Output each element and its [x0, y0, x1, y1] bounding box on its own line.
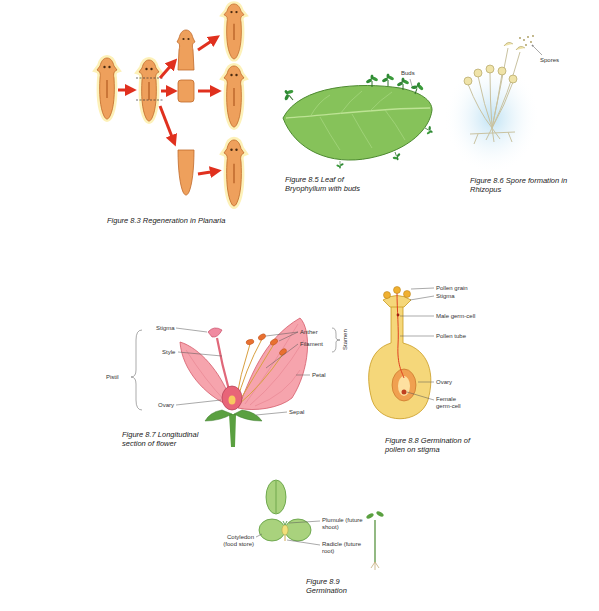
part-label: Ovary [436, 379, 452, 386]
part-label: Ovary [158, 402, 174, 409]
part-label: Stigma [156, 325, 175, 332]
part-label: Anther [300, 329, 318, 336]
figure-caption: Figure 8.6 Spore formation in Rhizopus [470, 176, 575, 195]
part-label: Stamen [341, 330, 348, 351]
part-label: Filament [300, 341, 323, 348]
part-label: Style [162, 349, 175, 356]
figure-caption: Figure 8.7 Longitudinal section of flowe… [122, 430, 207, 449]
part-label: Sepal [289, 409, 304, 416]
part-label: Plumule (future shoot) [322, 517, 366, 531]
part-label: Stigma [436, 293, 455, 300]
part-label: Pollen grain [436, 285, 468, 292]
figure-caption: Figure 8.9 Germination [306, 577, 356, 596]
figure-caption: Figure 8.5 Leaf of Bryophyllum with buds [285, 175, 365, 194]
part-label: Buds [401, 70, 415, 77]
part-label: Radicle (future root) [322, 541, 366, 555]
part-label: Female germ-cell [436, 396, 470, 410]
figure-caption: Figure 8.3 Regeneration in Planaria [107, 216, 225, 225]
part-label: Pollen tube [436, 333, 466, 340]
part-label: Petal [312, 372, 326, 379]
figure-caption: Figure 8.8 Germination of pollen on stig… [385, 436, 480, 455]
part-label: Spores [540, 57, 559, 64]
part-label: Cotyledon (food store) [214, 534, 254, 548]
part-label: Pistil [106, 374, 119, 381]
part-label: Male germ-cell [436, 313, 475, 320]
